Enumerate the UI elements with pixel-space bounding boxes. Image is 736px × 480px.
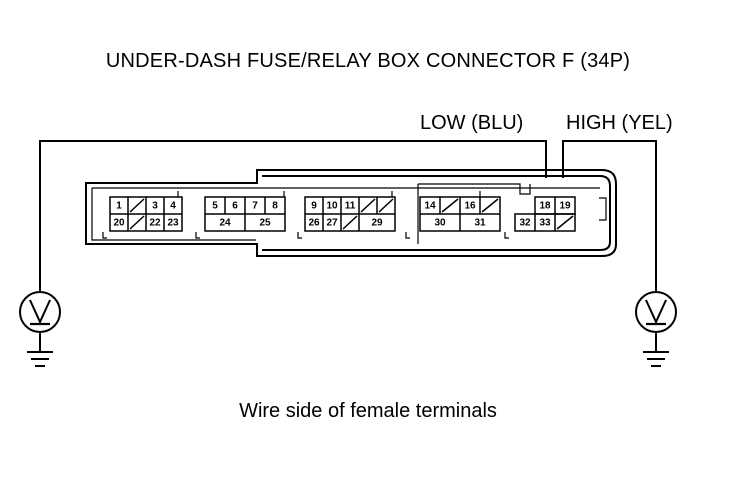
right-voltmeter-icon bbox=[635, 291, 677, 333]
terminal-24: 24 bbox=[219, 218, 231, 229]
terminal-31: 31 bbox=[474, 218, 486, 229]
high-probe-wire bbox=[562, 140, 657, 292]
left-ground-icon bbox=[27, 332, 53, 367]
terminal-8: 8 bbox=[272, 201, 278, 212]
terminal-33: 33 bbox=[539, 218, 551, 229]
terminal-26: 26 bbox=[308, 218, 320, 229]
terminal-9: 9 bbox=[311, 201, 317, 212]
terminal-10: 10 bbox=[326, 201, 338, 212]
terminal-5: 5 bbox=[212, 201, 218, 212]
terminal-7: 7 bbox=[252, 201, 258, 212]
terminal-29: 29 bbox=[371, 218, 383, 229]
terminal-27: 27 bbox=[326, 218, 338, 229]
terminal-3: 3 bbox=[152, 201, 158, 212]
low-wire-label: LOW (BLU) bbox=[420, 112, 524, 134]
terminal-11: 11 bbox=[345, 201, 356, 212]
terminal-20: 20 bbox=[113, 218, 125, 229]
right-ground-icon bbox=[643, 332, 669, 367]
terminal-6: 6 bbox=[232, 201, 238, 212]
terminal-22: 22 bbox=[149, 218, 161, 229]
terminal-1: 1 bbox=[116, 201, 122, 212]
terminal-25: 25 bbox=[259, 218, 271, 229]
left-voltmeter-icon bbox=[19, 291, 61, 333]
terminal-16: 16 bbox=[464, 201, 476, 212]
terminal-14: 14 bbox=[424, 201, 436, 212]
terminal-18: 18 bbox=[539, 201, 551, 212]
diagram-title: UNDER-DASH FUSE/RELAY BOX CONNECTOR F (3… bbox=[105, 50, 631, 72]
terminal-32: 32 bbox=[519, 218, 531, 229]
terminal-30: 30 bbox=[434, 218, 446, 229]
terminal-4: 4 bbox=[170, 201, 176, 212]
low-probe-wire bbox=[39, 140, 547, 292]
terminal-19: 19 bbox=[559, 201, 571, 212]
high-wire-label: HIGH (YEL) bbox=[566, 112, 673, 134]
connector-inner-outline bbox=[262, 175, 611, 251]
caption: Wire side of female terminals bbox=[239, 400, 497, 422]
terminal-23: 23 bbox=[167, 218, 179, 229]
connector-body bbox=[85, 169, 617, 257]
